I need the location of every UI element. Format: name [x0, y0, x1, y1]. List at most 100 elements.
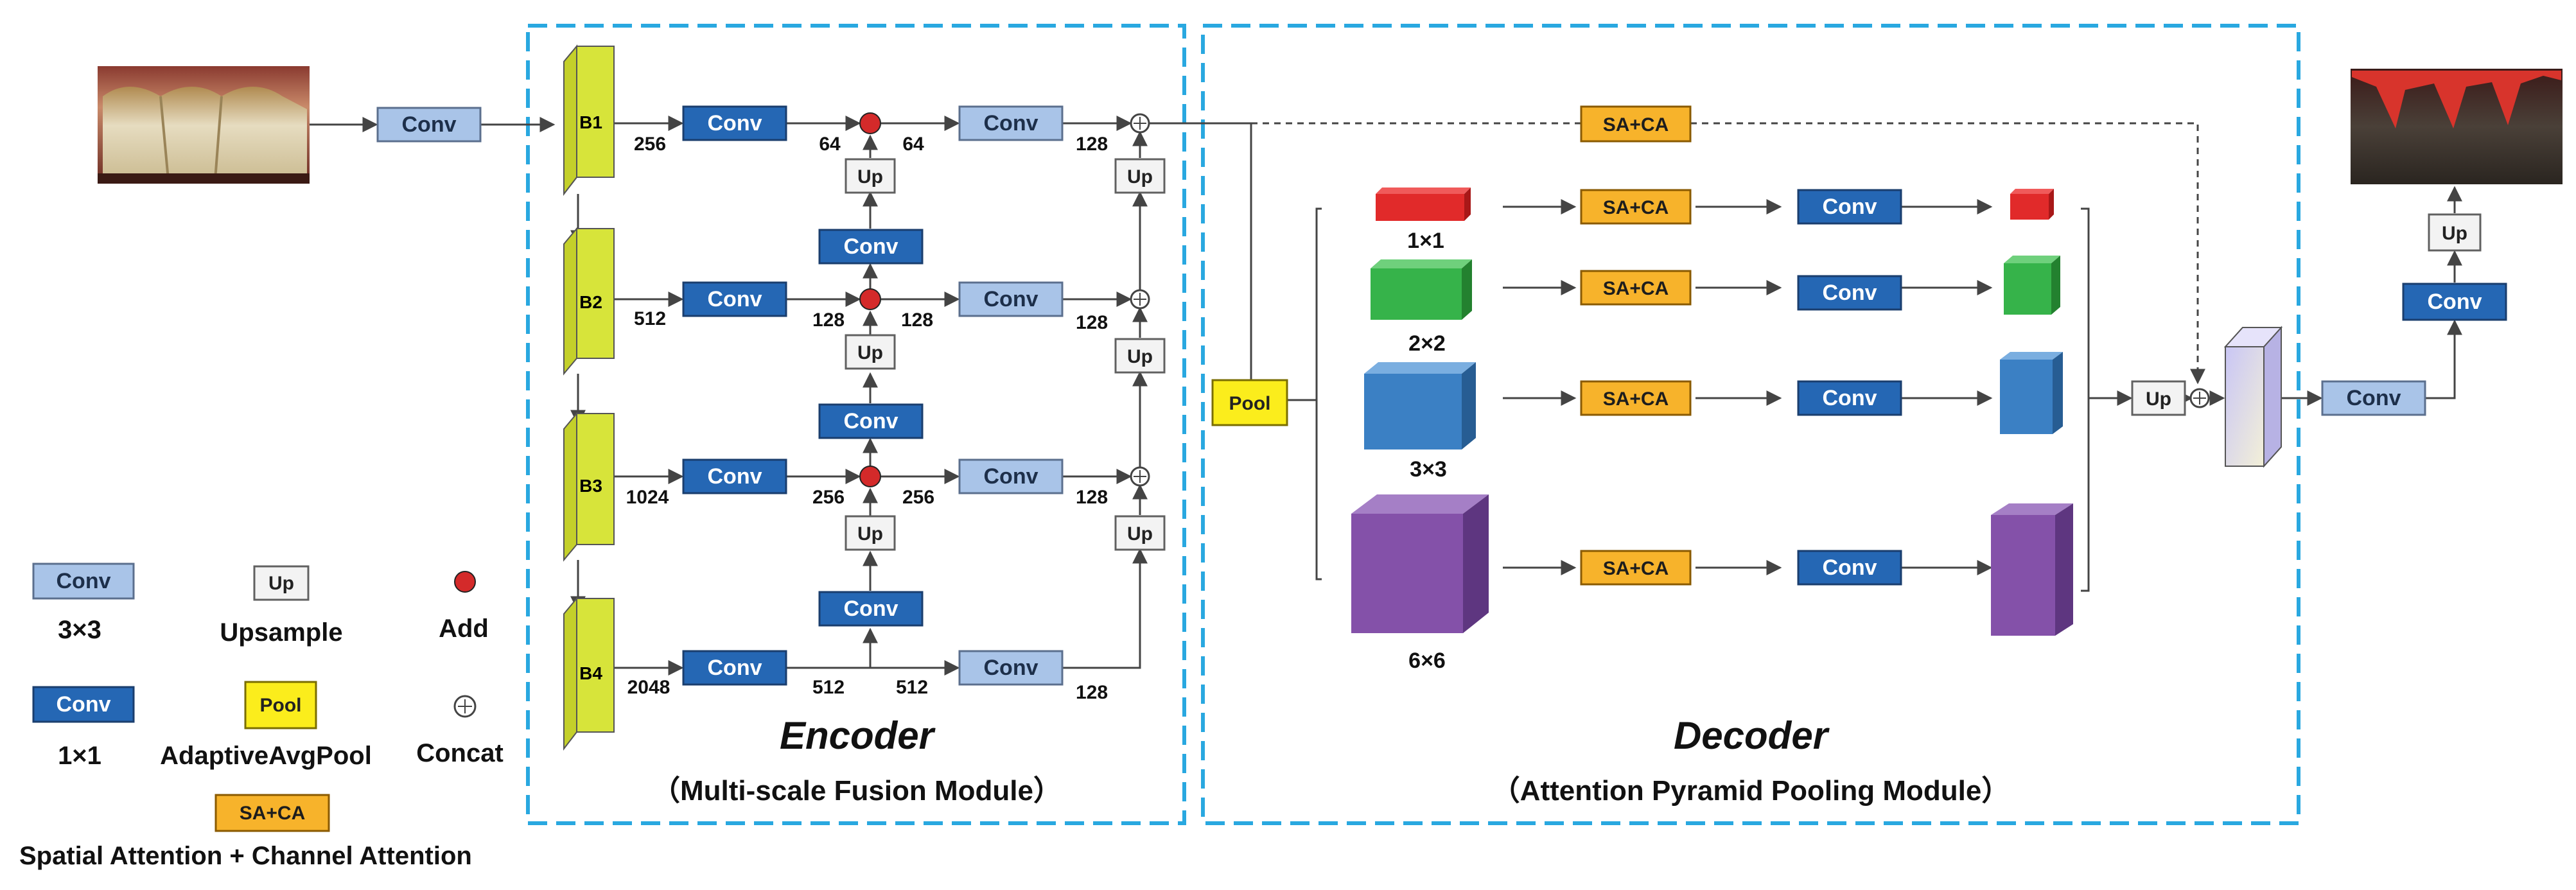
- ch-128-r4: 128: [1076, 682, 1108, 703]
- svg-text:Conv: Conv: [708, 464, 762, 489]
- svg-text:Conv: Conv: [1823, 555, 1877, 580]
- svg-text:Conv: Conv: [708, 656, 762, 680]
- conv1x1-branch1: Conv: [1797, 189, 1902, 225]
- svg-text:Conv: Conv: [984, 111, 1038, 135]
- decoder-title: Decoder: [1674, 714, 1830, 757]
- svg-text:Conv: Conv: [844, 409, 898, 433]
- legend-pool-label: AdaptiveAvgPool: [160, 742, 372, 770]
- svg-text:SA+CA: SA+CA: [1603, 558, 1669, 579]
- svg-text:Pool: Pool: [260, 695, 302, 716]
- b2-label: B2: [579, 292, 602, 312]
- backbone-b3: B3: [563, 412, 615, 562]
- svg-text:SA+CA: SA+CA: [1603, 114, 1669, 135]
- sa-ca-branch2: SA+CA: [1580, 270, 1692, 306]
- up-output: Up: [2428, 213, 2482, 252]
- cube-3x3: [1364, 362, 1476, 449]
- b1-label: B1: [579, 112, 602, 132]
- conv1x1-mid2: Conv: [818, 403, 924, 439]
- legend-sa-ca: SA+CA Spatial Attention + Channel Attent…: [19, 794, 472, 870]
- cube-out-6x6: [1991, 503, 2073, 636]
- ch-2048: 2048: [627, 677, 670, 698]
- conv1x1-output: Conv: [2402, 283, 2507, 321]
- legend-add-label: Add: [439, 615, 489, 643]
- svg-text:Conv: Conv: [844, 597, 898, 621]
- cube-out-1x1: [2010, 189, 2054, 220]
- svg-text:Conv: Conv: [708, 287, 762, 311]
- cube-1x1: [1376, 188, 1471, 221]
- up-decoder: Up: [2131, 380, 2186, 416]
- legend-conv1x1-label: 1×1: [58, 742, 101, 770]
- conv1x1-row3: Conv: [682, 458, 787, 494]
- backbone-b4: B4: [563, 597, 615, 751]
- cube-out-3x3: [2000, 352, 2063, 434]
- conv3x3-row2: Conv: [958, 281, 1064, 317]
- add-node-row1: [859, 112, 881, 134]
- channel-labels: 256 512 1024 2048 64 64 128 128 256 256 …: [626, 134, 1108, 703]
- svg-text:Conv: Conv: [57, 692, 111, 717]
- sa-ca-branch1: SA+CA: [1580, 189, 1692, 225]
- up-right2: Up: [1114, 338, 1166, 374]
- up-mid3: Up: [845, 515, 896, 551]
- legend-pool: Pool AdaptiveAvgPool: [160, 681, 372, 770]
- sa-ca-branch3: SA+CA: [1580, 380, 1692, 416]
- concat-node-row1: [1130, 113, 1150, 134]
- encoder-border: [526, 24, 1186, 825]
- sa-ca-skip: SA+CA: [1580, 105, 1692, 143]
- output-image: [2351, 69, 2563, 184]
- svg-text:Conv: Conv: [708, 111, 762, 135]
- ch-512-a: 512: [812, 677, 845, 698]
- conv3x3-row3: Conv: [958, 458, 1064, 494]
- conv1x1-row4: Conv: [682, 650, 787, 686]
- cube-2x2: [1371, 259, 1472, 320]
- conv3x3-row4: Conv: [958, 650, 1064, 686]
- svg-text:Conv: Conv: [984, 464, 1038, 489]
- decoder-border: [1201, 24, 2300, 825]
- ch-1024: 1024: [626, 487, 669, 508]
- svg-text:Conv: Conv: [1823, 195, 1877, 219]
- ch-512: 512: [634, 308, 666, 329]
- legend: Conv 3×3 Conv 1×1 Up Upsample Pool Adapt…: [19, 563, 504, 870]
- svg-text:Conv: Conv: [402, 112, 457, 137]
- svg-text:Up: Up: [1127, 523, 1153, 545]
- ch-64-b: 64: [902, 134, 924, 155]
- ch-64-a: 64: [819, 134, 841, 155]
- ch-128-r3: 128: [1076, 487, 1108, 508]
- svg-text:Up: Up: [1127, 166, 1153, 188]
- ch-128-r1: 128: [1076, 134, 1108, 155]
- svg-text:Up: Up: [2146, 388, 2171, 410]
- scale-labels: 1×1 2×2 3×3 6×6: [1407, 229, 1447, 673]
- concat-node-row3: [1130, 466, 1150, 487]
- cube-out-2x2: [2004, 256, 2060, 315]
- legend-conv3x3: Conv 3×3: [32, 563, 135, 644]
- svg-text:Conv: Conv: [1823, 386, 1877, 410]
- legend-concat: Concat: [416, 695, 504, 767]
- legend-sa-ca-label: Spatial Attention + Channel Attention: [19, 842, 472, 870]
- svg-text:Conv: Conv: [844, 234, 898, 259]
- svg-text:Up: Up: [1127, 346, 1153, 367]
- b4-label: B4: [579, 663, 602, 683]
- conv1x1-branch4: Conv: [1797, 550, 1902, 586]
- up-mid1: Up: [845, 158, 896, 194]
- svg-text:Up: Up: [857, 342, 883, 363]
- svg-text:Up: Up: [857, 166, 883, 188]
- ch-128-a: 128: [812, 310, 845, 331]
- scale-3x3: 3×3: [1410, 457, 1447, 482]
- pool-box: Pool: [1211, 379, 1288, 426]
- conv3x3-decoder: Conv: [2321, 380, 2426, 416]
- input-image: [98, 66, 310, 184]
- conv1x1-branch3: Conv: [1797, 380, 1902, 416]
- svg-text:Pool: Pool: [1229, 393, 1271, 414]
- conv3x3-row1: Conv: [958, 105, 1064, 141]
- up-right1: Up: [1114, 158, 1166, 194]
- conv1x1-row2: Conv: [682, 281, 787, 317]
- svg-text:SA+CA: SA+CA: [1603, 197, 1669, 218]
- svg-text:Conv: Conv: [1823, 281, 1877, 305]
- conv1x1-mid3: Conv: [818, 591, 924, 627]
- legend-upsample-label: Upsample: [220, 618, 342, 647]
- decoder-feature-block: [2223, 326, 2283, 468]
- scale-2x2: 2×2: [1408, 331, 1446, 356]
- cube-6x6: [1351, 494, 1489, 633]
- svg-text:Conv: Conv: [984, 656, 1038, 680]
